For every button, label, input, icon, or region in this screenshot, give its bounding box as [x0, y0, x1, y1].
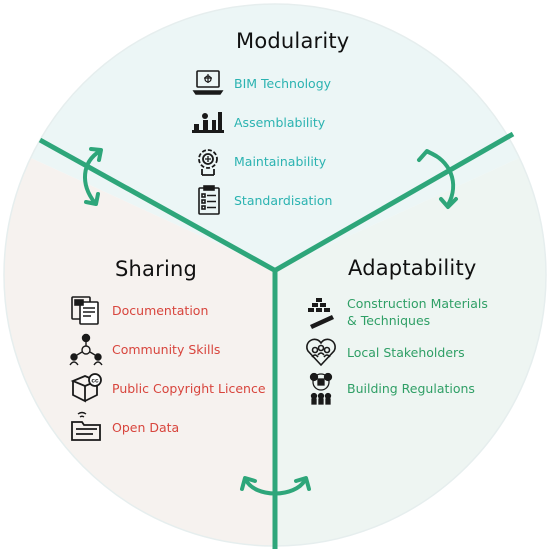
standardisation-label: Standardisation	[234, 192, 333, 208]
list-item-community-skills: Community Skills	[69, 332, 220, 366]
community-network-icon	[69, 332, 103, 366]
list-item-open-data: Open Data	[69, 410, 179, 444]
list-item-standardisation: Standardisation	[191, 183, 332, 217]
regulations-people-icon	[304, 371, 338, 405]
construction-materials-label: Construction Materials & Techniques	[347, 295, 488, 329]
laptop-blueprint-icon	[191, 66, 225, 100]
rotate-arrow-left-icon	[82, 147, 103, 206]
cc-box-icon: cc	[69, 371, 103, 405]
stakeholders-heart-icon	[304, 335, 338, 369]
community-skills-label: Community Skills	[112, 341, 221, 357]
bim-technology-label: BIM Technology	[234, 75, 332, 91]
construction-materials-line1: Construction Materials	[347, 296, 488, 311]
list-item-local-stakeholders: Local Stakeholders	[304, 335, 465, 369]
documentation-label: Documentation	[112, 302, 209, 318]
list-item-bim-technology: BIM Technology	[191, 66, 331, 100]
gear-wrench-icon	[191, 144, 225, 178]
list-item-construction-materials: Construction Materials & Techniques	[304, 295, 488, 329]
rotate-arrow-bottom-icon	[240, 476, 311, 496]
svg-text:cc: cc	[91, 378, 99, 385]
list-item-building-regulations: Building Regulations	[304, 371, 475, 405]
divider-right	[272, 131, 515, 274]
list-item-maintainability: Maintainability	[191, 144, 326, 178]
divider-left	[38, 137, 278, 274]
public-copyright-licence-label: Public Copyright Licence	[112, 380, 266, 396]
checklist-icon	[191, 183, 225, 217]
list-item-assemblability: Assemblability	[191, 105, 325, 139]
building-regulations-label: Building Regulations	[347, 380, 475, 396]
rotate-arrow-right-icon	[417, 149, 458, 209]
list-item-documentation: Documentation	[69, 293, 208, 327]
assembly-worker-icon	[191, 105, 225, 139]
assemblability-label: Assemblability	[234, 114, 326, 130]
materials-stack-icon	[304, 295, 338, 329]
maintainability-label: Maintainability	[234, 153, 327, 169]
open-data-label: Open Data	[112, 419, 180, 435]
documents-icon	[69, 293, 103, 327]
open-folder-icon	[69, 410, 103, 444]
sharing-title: Sharing	[115, 257, 198, 281]
construction-materials-line2: & Techniques	[347, 313, 431, 328]
local-stakeholders-label: Local Stakeholders	[347, 344, 465, 360]
adaptability-title: Adaptability	[348, 256, 477, 280]
modularity-title: Modularity	[236, 29, 350, 53]
list-item-public-copyright-licence: cc Public Copyright Licence	[69, 371, 266, 405]
